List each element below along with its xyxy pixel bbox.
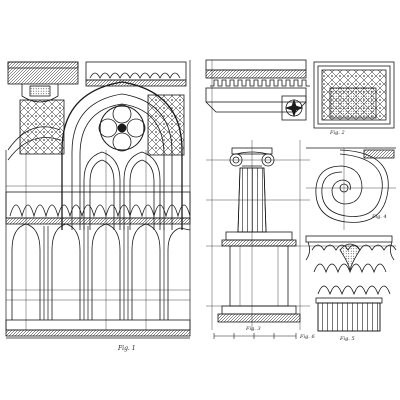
fig-caption-base: Fig. 6 xyxy=(299,334,315,340)
ionic-volute-construction xyxy=(306,147,396,230)
lower-arcade xyxy=(11,223,191,320)
arcade-plinth xyxy=(5,319,191,339)
cornice-detail xyxy=(7,61,79,103)
foliage-capital-band xyxy=(5,191,191,225)
corner-coffer-panel xyxy=(313,61,395,129)
classical-order-drawing: Fig. 2 xyxy=(205,59,397,342)
fig-caption-column: Fig. 3 xyxy=(245,326,261,332)
scale-bar xyxy=(213,333,297,339)
main-pointed-arch xyxy=(61,81,183,230)
construction-lines-right xyxy=(206,60,396,330)
quatrefoil-tracery xyxy=(98,104,146,152)
side-arch-left xyxy=(7,126,61,151)
fig-caption-entablature: Fig. 2 xyxy=(329,130,345,136)
fig-caption-capital: Fig. 5 xyxy=(339,336,355,342)
fig-caption-volute: Fig. 4 xyxy=(371,214,387,220)
crown-frieze xyxy=(85,61,187,87)
rosette-ornament xyxy=(281,95,307,121)
column-pedestal xyxy=(217,231,301,323)
corinthian-capital xyxy=(305,235,397,332)
dimension-lines-left xyxy=(6,150,190,330)
entablature-elevation xyxy=(205,59,310,113)
inner-lancet-arches xyxy=(83,151,161,230)
fig-caption-arcade: Fig. 1 xyxy=(117,345,136,352)
gothic-arcade-drawing xyxy=(5,60,191,339)
